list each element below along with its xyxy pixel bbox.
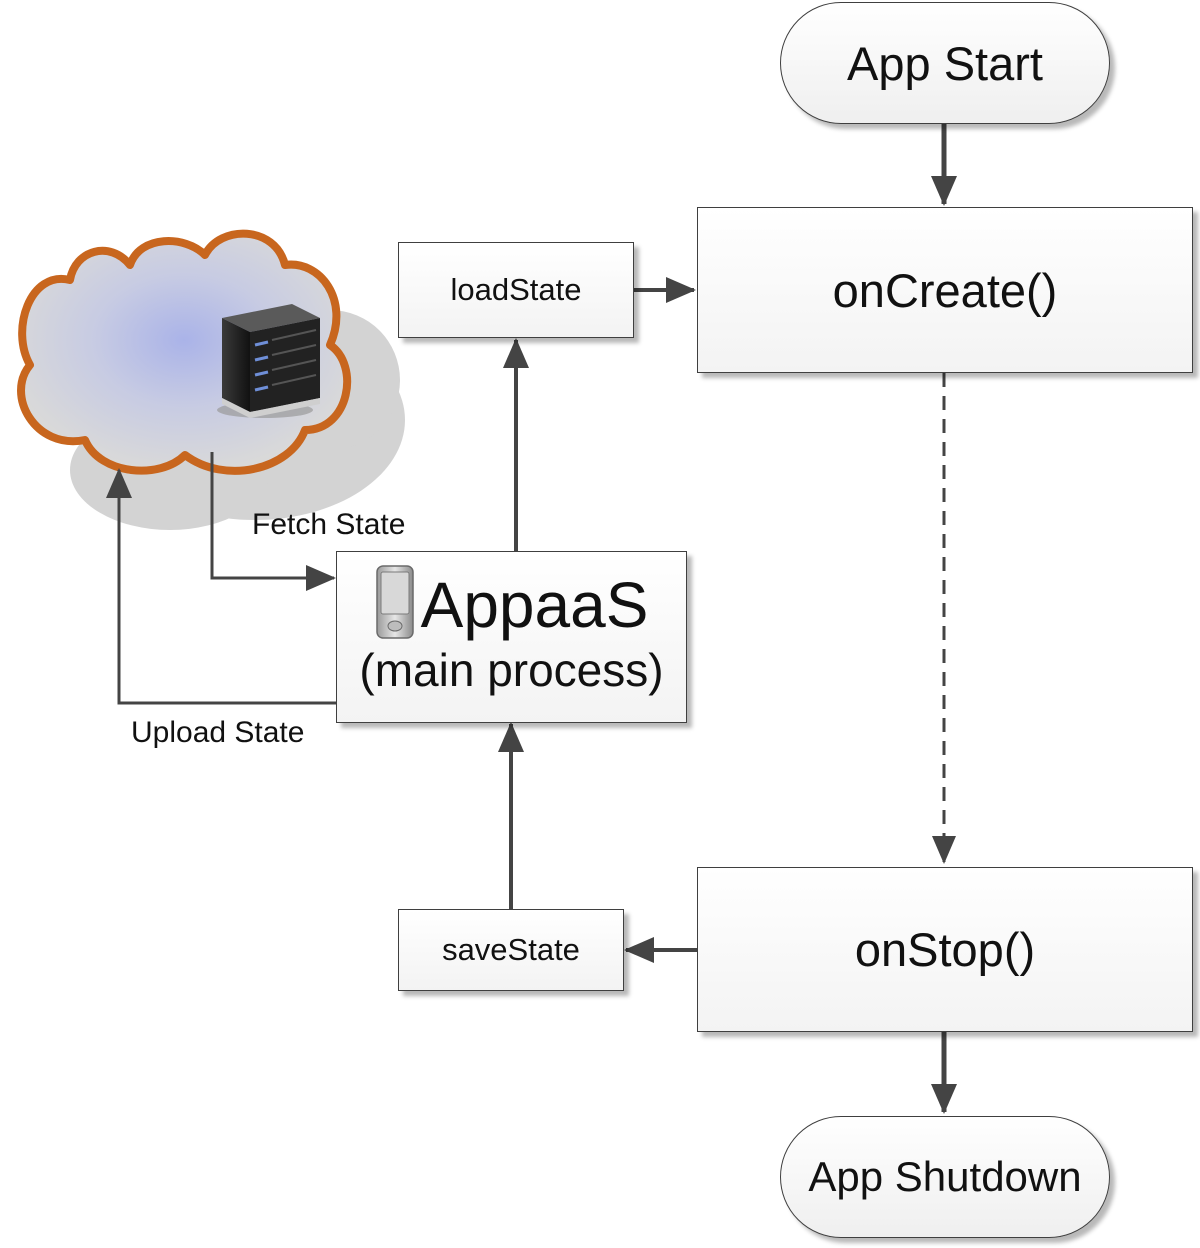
onstop-label: onStop() bbox=[854, 923, 1036, 976]
appaas-subtitle: (main process) bbox=[359, 644, 664, 696]
upload-state-label: Upload State bbox=[131, 716, 305, 749]
app-start-terminal: App Start bbox=[780, 2, 1110, 124]
loadstate-label: loadState bbox=[450, 272, 582, 307]
savestate-box: saveState bbox=[398, 909, 624, 991]
onstop-box: onStop() bbox=[697, 867, 1193, 1032]
app-shutdown-label: App Shutdown bbox=[808, 1153, 1082, 1200]
arrow-upload-state bbox=[106, 468, 336, 705]
oncreate-label: onCreate() bbox=[832, 263, 1058, 317]
savestate-label: saveState bbox=[442, 932, 580, 967]
server-icon bbox=[217, 304, 320, 418]
arrow-fetch-state bbox=[210, 452, 336, 591]
arrow-dashed-head bbox=[932, 836, 956, 864]
app-shutdown-terminal: App Shutdown bbox=[780, 1116, 1110, 1238]
fetch-state-label: Fetch State bbox=[252, 508, 406, 541]
mobile-phone-icon bbox=[375, 565, 414, 639]
oncreate-box: onCreate() bbox=[697, 207, 1193, 373]
appaas-main-process-box: AppaaS (main process) bbox=[336, 551, 687, 723]
loadstate-box: loadState bbox=[398, 242, 634, 338]
appaas-title-row: AppaaS bbox=[375, 564, 649, 641]
appaas-title: AppaaS bbox=[420, 569, 649, 641]
app-start-label: App Start bbox=[847, 36, 1043, 90]
